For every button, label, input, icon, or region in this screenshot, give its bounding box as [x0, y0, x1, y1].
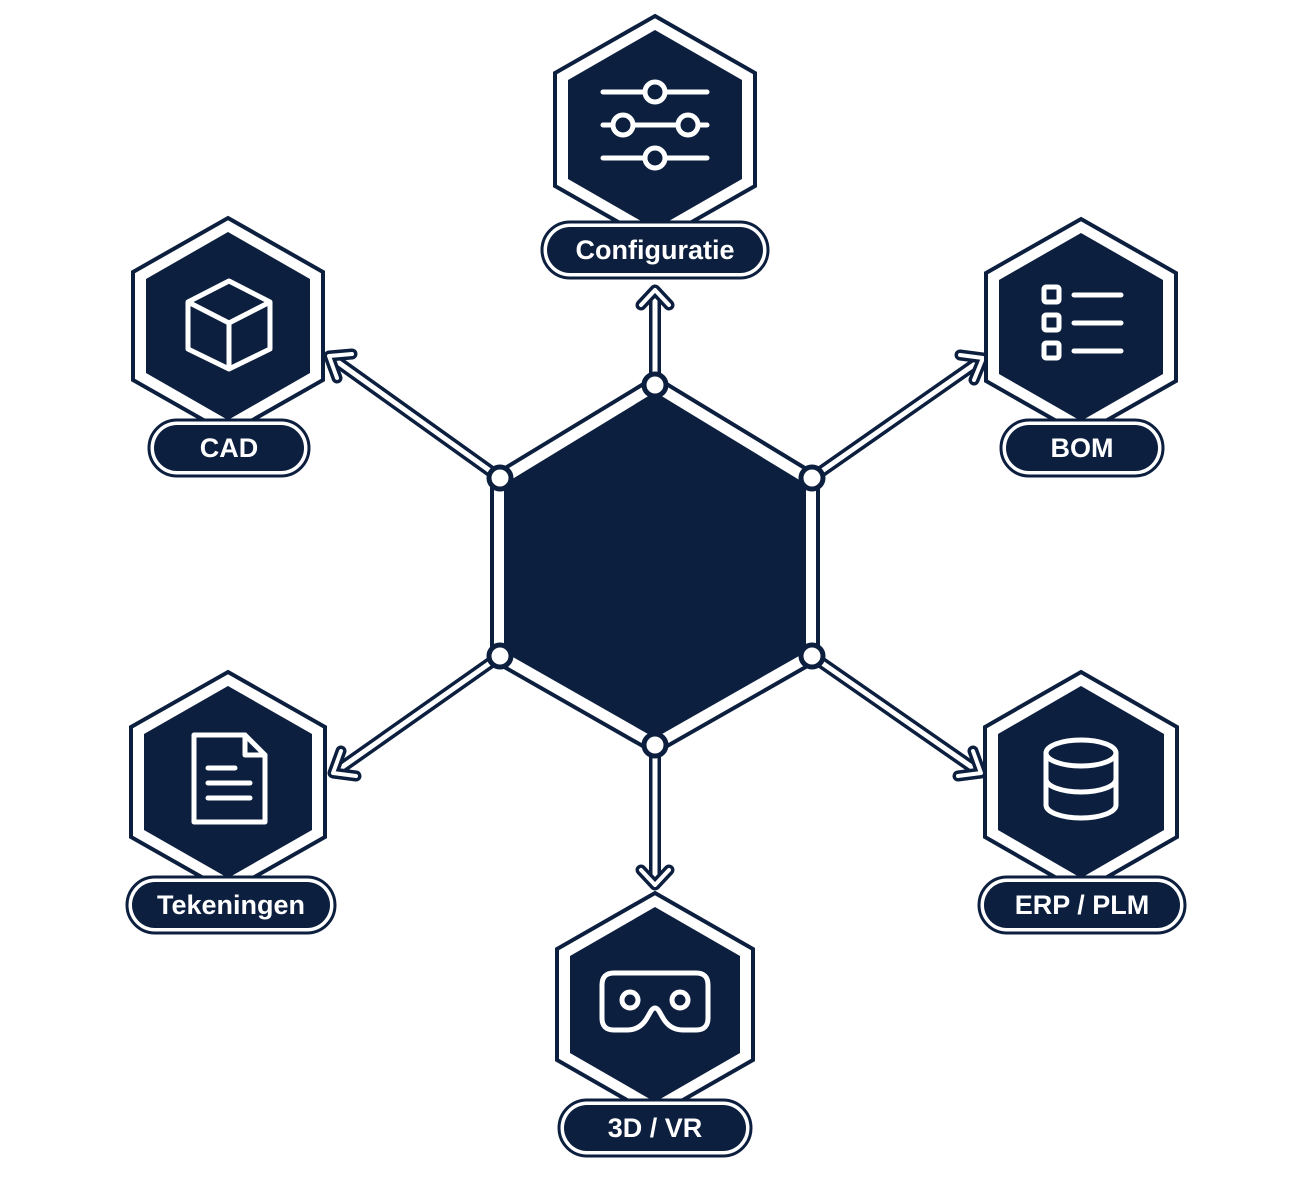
label-cad: CAD: [147, 418, 311, 478]
dot-bottom: [641, 731, 669, 759]
node-erp-plm[interactable]: ERP / PLM: [977, 669, 1187, 935]
dot-top-right: [798, 464, 826, 492]
label-configuratie-text: Configuratie: [576, 235, 735, 265]
node-3d-vr[interactable]: 3D / VR: [555, 890, 755, 1158]
node-configuratie[interactable]: Configuratie: [540, 13, 770, 280]
connector-bom: [806, 349, 989, 484]
dot-bottom-right: [798, 642, 826, 670]
connector-cad: [323, 348, 506, 484]
connector-erp-plm: [806, 650, 987, 782]
label-erp-plm-text: ERP / PLM: [1015, 890, 1150, 920]
label-tekeningen: Tekeningen: [125, 875, 337, 935]
dot-bottom-left: [486, 642, 514, 670]
node-cad[interactable]: CAD: [131, 215, 325, 478]
cube-icon: [185, 278, 273, 372]
dot-top: [641, 371, 669, 399]
connector-configuratie: [635, 284, 675, 391]
node-tekeningen[interactable]: Tekeningen: [125, 669, 337, 935]
label-configuratie: Configuratie: [540, 220, 770, 280]
dot-top-left: [486, 464, 514, 492]
connectors: [323, 284, 989, 891]
label-bom-text: BOM: [1051, 433, 1114, 463]
vr-headset-icon: [599, 970, 711, 1033]
connection-dots: [486, 371, 826, 759]
document-icon: [191, 732, 268, 825]
center-hub: [490, 374, 820, 756]
label-3d-vr-text: 3D / VR: [608, 1113, 703, 1143]
label-3d-vr: 3D / VR: [557, 1098, 753, 1158]
label-bom: BOM: [999, 418, 1165, 478]
label-cad-text: CAD: [200, 433, 259, 463]
list-icon: [1041, 284, 1124, 361]
label-tekeningen-text: Tekeningen: [157, 890, 305, 920]
connector-3d-vr: [635, 739, 675, 891]
sliders-icon: [600, 79, 710, 171]
node-bom[interactable]: BOM: [984, 216, 1178, 478]
label-erp-plm: ERP / PLM: [977, 875, 1187, 935]
connector-tekeningen: [327, 650, 506, 782]
database-icon: [1043, 737, 1119, 821]
